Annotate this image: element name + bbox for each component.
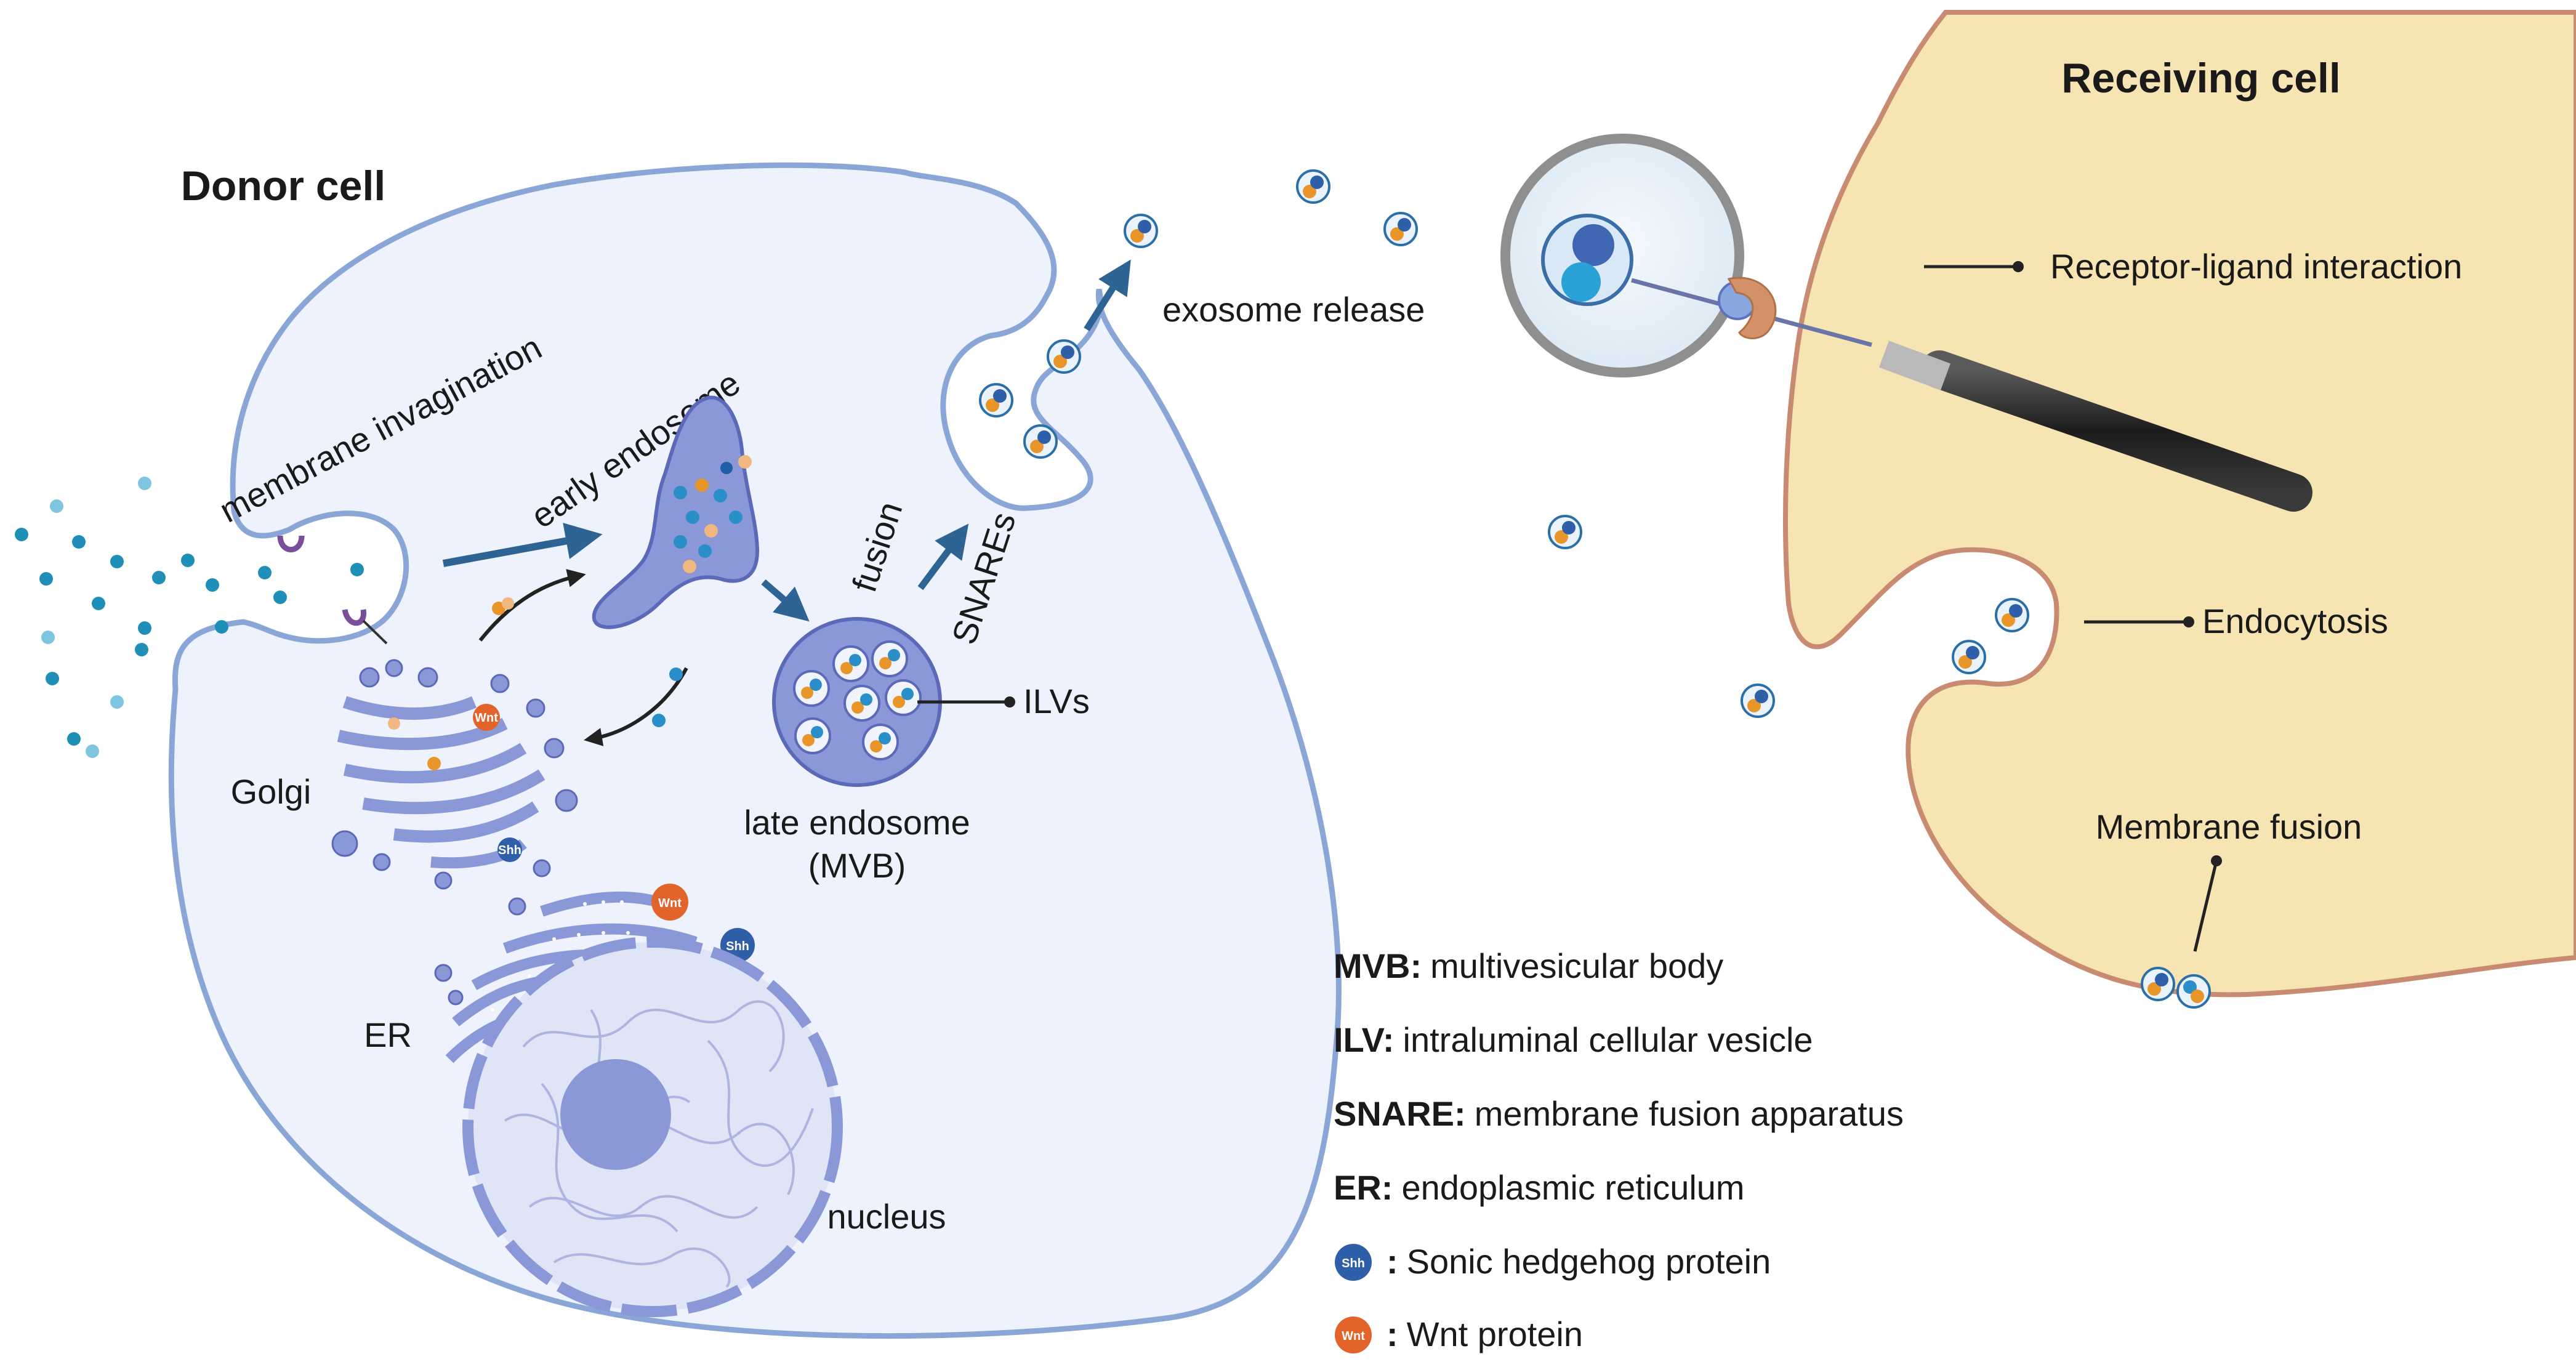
- svg-text:Shh: Shh: [498, 844, 521, 857]
- fusing-exosome: [2141, 967, 2175, 1001]
- late-endosome-label: late endosome: [744, 803, 970, 842]
- wnt-icon: Wnt: [651, 884, 688, 921]
- nucleus-label: nucleus: [827, 1197, 946, 1236]
- ilv: [794, 717, 831, 754]
- golgi-label: Golgi: [231, 772, 312, 811]
- svg-text:Wnt: Wnt: [658, 897, 682, 910]
- ilv: [793, 670, 830, 707]
- exosome: [1124, 214, 1158, 248]
- legend-item: SNARE:membrane fusion apparatus: [1334, 1094, 1904, 1133]
- exosome: [1023, 424, 1058, 459]
- svg-text:Shh: Shh: [1342, 1257, 1365, 1270]
- released-exosome: [1383, 212, 1418, 246]
- ilv: [871, 640, 908, 677]
- legend-item: :Sonic hedgehog protein: [1387, 1242, 1771, 1281]
- extracellular-ligands: [15, 477, 364, 758]
- svg-text:Shh: Shh: [726, 940, 749, 953]
- ilv: [843, 685, 880, 722]
- exosome: [1047, 339, 1081, 374]
- shh-icon: Shh: [497, 837, 522, 862]
- released-exosome: [1296, 169, 1330, 204]
- ilv: [862, 724, 899, 760]
- endocytosis-arrow: [442, 522, 603, 567]
- donor-cell-title: Donor cell: [181, 163, 386, 209]
- receiving-cell-membrane: [1783, 10, 2576, 998]
- legend-item: MVB:multivesicular body: [1334, 946, 1723, 985]
- endocytosis-label: Endocytosis: [2202, 602, 2388, 640]
- shh-icon: Shh: [1335, 1244, 1372, 1281]
- mvb-label: (MVB): [808, 846, 906, 885]
- svg-text:Wnt: Wnt: [1342, 1329, 1365, 1343]
- nucleolus: [560, 1059, 671, 1170]
- endocytosed-exosome: [1952, 640, 1986, 674]
- receptor-ligand-label: Receptor-ligand interaction: [2050, 247, 2462, 286]
- svg-text:Wnt: Wnt: [475, 711, 498, 725]
- ilv: [832, 645, 869, 682]
- released-exosome: [1548, 515, 1582, 549]
- ilvs-label: ILVs: [1023, 682, 1090, 720]
- exosome: [979, 383, 1013, 417]
- receiving-cell-title: Receiving cell: [2061, 55, 2341, 102]
- magnifier-icon: [1500, 134, 2312, 512]
- fusing-exosome: [2176, 974, 2211, 1009]
- er-label: ER: [364, 1015, 412, 1054]
- ilv: [885, 679, 922, 716]
- legend: MVB:multivesicular body ILV:intraluminal…: [1334, 946, 1904, 1353]
- membrane-fusion-label: Membrane fusion: [2096, 807, 2362, 846]
- legend-item: :Wnt protein: [1387, 1315, 1583, 1353]
- wnt-icon: Wnt: [1335, 1317, 1372, 1353]
- exosome-release-label: exosome release: [1162, 290, 1425, 329]
- legend-item: ILV:intraluminal cellular vesicle: [1334, 1020, 1813, 1059]
- early-endosome: [592, 395, 760, 629]
- wnt-icon: Wnt: [473, 704, 500, 731]
- legend-item: ER:endoplasmic reticulum: [1334, 1168, 1745, 1207]
- released-exosome: [1741, 684, 1775, 718]
- endocytosed-exosome: [1995, 598, 2029, 632]
